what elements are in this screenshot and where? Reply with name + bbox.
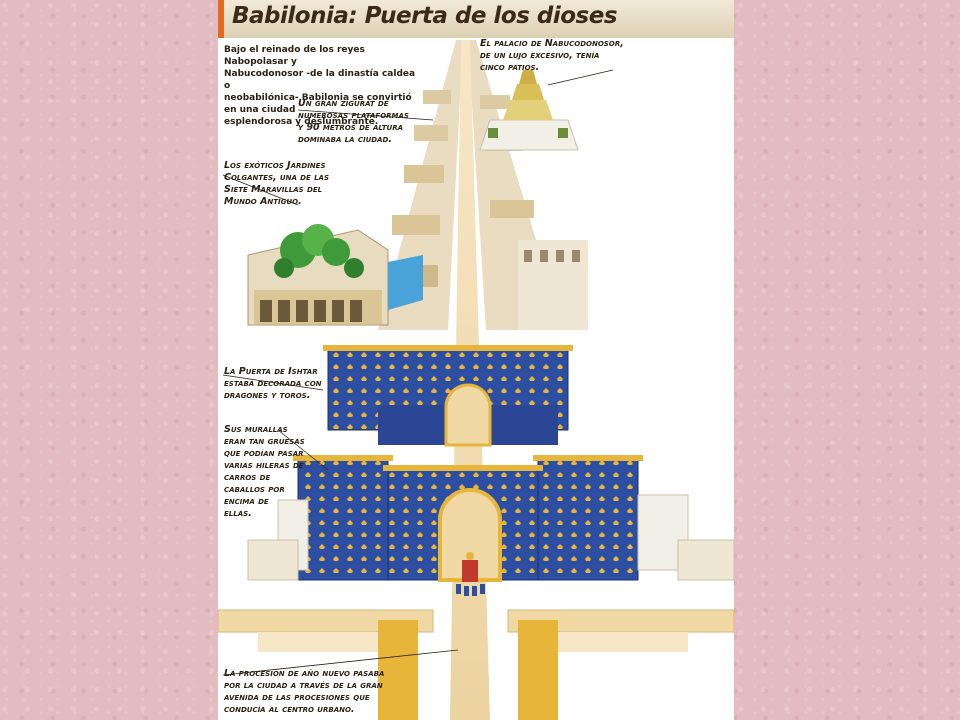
foreground-steps bbox=[218, 609, 734, 720]
palace-ziggurat bbox=[479, 70, 579, 151]
gardens-annotation: Los exóticos Jardines Colgantes, una de … bbox=[224, 160, 330, 207]
palace-annotation: El palacio de Nabucodonosor, de un lujo … bbox=[480, 38, 624, 73]
procession-figures bbox=[456, 552, 485, 596]
ishtar-gate-annotation: La Puerta de Ishtar estaba decorada con … bbox=[224, 366, 322, 401]
ishtar-gate bbox=[247, 345, 734, 582]
procession-annotation: La procesión de año nuevo pasaba por la … bbox=[224, 668, 385, 715]
intro-text: Bajo el reinado de los reyes Nabopolasar… bbox=[224, 45, 416, 127]
page-title: Babilonia: Puerta de los dioses bbox=[232, 3, 618, 29]
walls-annotation: Sus murallas eran tan gruesas que podían… bbox=[224, 424, 305, 519]
hanging-gardens bbox=[247, 224, 423, 326]
title-bar: Babilonia: Puerta de los dioses bbox=[218, 0, 734, 38]
infographic-panel: Babilonia: Puerta de los dioses Bajo el … bbox=[218, 0, 734, 720]
babylon-illustration bbox=[218, 40, 734, 720]
title-accent bbox=[218, 0, 224, 38]
ziggurat-annotation: Un gran zigurat de numerosas plataformas… bbox=[298, 98, 409, 145]
